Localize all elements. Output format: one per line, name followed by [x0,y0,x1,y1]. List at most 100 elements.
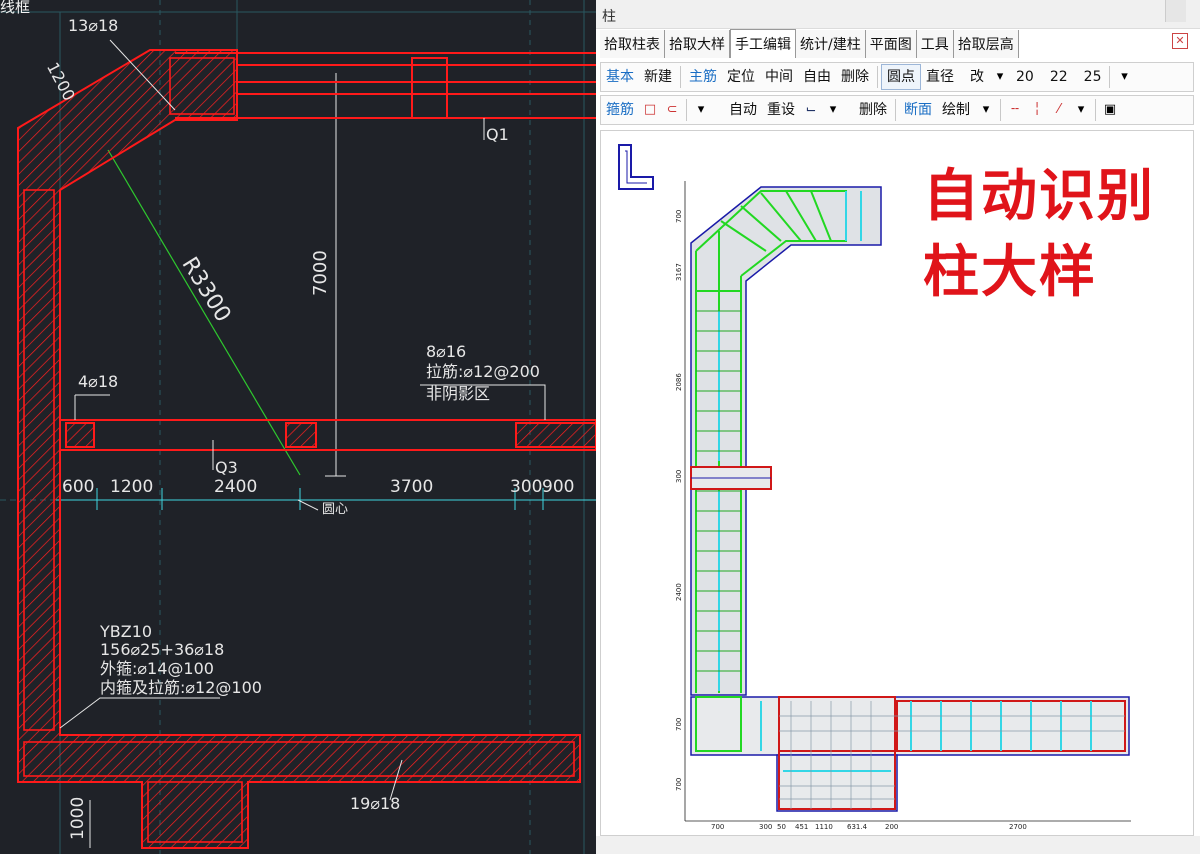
panel-titlebar[interactable]: 柱 [596,0,1200,29]
delete-rebar-button[interactable]: 删除 [841,69,869,85]
dim-left-2086: 2086 [675,373,683,391]
new-button[interactable]: 新建 [644,69,672,85]
cad-label-q3: Q3 [215,458,238,477]
chevron-down-icon[interactable]: ▾ [829,102,837,117]
chevron-down-icon[interactable]: ▾ [1077,102,1085,117]
tab-tools[interactable]: 工具 [916,30,954,58]
cad-label-top-rebar: 13⌀18 [68,16,119,35]
column-tool-panel: 柱 拾取柱表 拾取大样 手工编辑 统计/建柱 平面图 工具 拾取层高 ✕ 基本 … [596,0,1200,854]
chevron-down-icon[interactable]: ▾ [1121,69,1128,84]
cad-dim-1200: 1200 [110,477,154,497]
diameter-20-button[interactable]: 20 [1016,69,1034,85]
cad-dim-600: 600 [62,477,95,497]
dim-left-700c: 700 [675,777,683,791]
overlay-title-line1: 自动识别 [923,164,1155,229]
cad-drawing [0,0,596,854]
cad-label-center: 圆心 [322,502,349,517]
dim-left-300: 300 [675,469,683,483]
separator [1095,99,1096,121]
dim-bottom-200: 200 [885,823,899,831]
separator [1109,66,1111,88]
dim-bottom-6314: 631.4 [847,823,868,831]
section-button[interactable]: 断面 [904,102,932,118]
dim-bottom-2700: 2700 [1009,823,1027,831]
tab-plan-view[interactable]: 平面图 [865,30,917,58]
column-outline-drop [776,754,898,812]
stirrup-button[interactable]: 箍筋 [606,102,634,118]
tab-pick-detail[interactable]: 拾取大样 [665,30,730,58]
panel-close-button[interactable] [1165,0,1186,22]
column-shape-icon [618,144,654,190]
tab-close-icon[interactable]: ✕ [1172,33,1188,49]
diameter-22-button[interactable]: 22 [1049,69,1068,85]
cad-dim-2400: 2400 [214,477,258,497]
dim-bottom-300: 300 [759,823,773,831]
cad-label-tie-bar: 拉筋:⌀12@200 [426,362,540,381]
free-button[interactable]: 自由 [803,69,831,85]
dim-left-700b: 700 [675,717,683,731]
circle-point-button[interactable]: 圆点 [881,64,921,90]
draw-dropdown[interactable]: 绘制 [942,102,970,118]
dim-bottom-1110: 1110 [815,823,833,831]
rect-stirrup-icon[interactable]: □ [643,102,657,117]
toolbar-main-rebar: 基本 新建 主筋 定位 中间 自由 删除 圆点 直径 改 ▾ 20 22 25 … [600,62,1194,92]
cad-dim-900: 900 [542,477,575,497]
separator [1000,99,1001,121]
locate-button[interactable]: 定位 [727,69,755,85]
cad-label-col-id: YBZ10 [100,622,153,641]
dim-bottom-50: 50 [777,823,786,831]
column-outline-upper [690,186,882,696]
separator [680,66,681,88]
diameter-25-button[interactable]: 25 [1083,69,1102,85]
reset-button[interactable]: 重设 [767,102,795,118]
dim-left-3167: 3167 [675,263,683,281]
cad-label-q1: Q1 [486,125,509,144]
tab-pick-floor-height[interactable]: 拾取层高 [953,30,1019,58]
chevron-down-icon[interactable]: ▾ [697,102,705,117]
dim-bottom-700: 700 [711,823,725,831]
toolbar-stirrup: 箍筋 □ ⊂ ▾ 自动 重设 ⌙ ▾ 删除 断面 绘制 ▾ ╌ ╎ ⁄ ▾ ▣ [600,95,1194,125]
cad-dim-300: 300 [510,477,543,497]
modify-dropdown[interactable]: 改 [970,69,984,85]
tie-icon[interactable]: ⊂ [666,102,678,117]
column-detail-drawing [618,144,1131,822]
separator [686,99,687,121]
settings-box-icon[interactable]: ▣ [1103,102,1117,117]
chevron-down-icon[interactable]: ▾ [996,69,1004,84]
cad-label-group-rebar: 8⌀16 [426,342,467,361]
shape-icon[interactable]: ⌙ [805,102,817,117]
radius-line [107,149,301,476]
overlay-title-line2: 柱大样 [923,240,1097,305]
cad-label-bottom-rebar: 19⌀18 [350,794,401,813]
tab-pick-column-table[interactable]: 拾取柱表 [600,30,665,58]
dim-bottom-451: 451 [795,823,809,831]
delete-stirrup-button[interactable]: 删除 [859,102,887,118]
cad-dim-3700: 3700 [390,477,434,497]
tab-stats-build[interactable]: 统计/建柱 [796,30,866,58]
cad-viewport[interactable]: 线框 13⌀18 1200 R3300 7000 Q1 8⌀16 拉筋:⌀12@… [0,0,596,854]
dim-left-2400: 2400 [675,583,683,601]
vertical-line-icon[interactable]: ╎ [1033,102,1041,117]
cad-label-left-rebar: 4⌀18 [78,372,119,391]
diagonal-line-icon[interactable]: ⁄ [1057,102,1061,117]
cad-label-7000: 7000 [310,250,331,296]
tab-manual-edit[interactable]: 手工编辑 [730,29,796,58]
chevron-down-icon[interactable]: ▾ [982,102,990,117]
separator [877,66,878,88]
main-rebar-button[interactable]: 主筋 [689,69,717,85]
middle-button[interactable]: 中间 [765,69,793,85]
cad-label-col-inner: 内箍及拉筋:⌀12@100 [100,678,262,697]
panel-status-strip [596,836,1200,854]
cad-label-col-outer: 外箍:⌀14@100 [100,659,214,678]
column-ybz10 [17,49,581,849]
diameter-button[interactable]: 直径 [926,69,954,85]
panel-title: 柱 [602,9,616,25]
cad-label-1000: 1000 [68,796,88,840]
dim-left-700: 700 [675,209,683,223]
basic-button[interactable]: 基本 [606,69,634,85]
detail-canvas[interactable]: 自动识别 柱大样 700 3167 2086 300 2400 700 700 … [600,130,1194,836]
auto-button[interactable]: 自动 [729,102,757,118]
horizontal-line-icon[interactable]: ╌ [1011,102,1019,117]
panel-tabs: 拾取柱表 拾取大样 手工编辑 统计/建柱 平面图 工具 拾取层高 [600,29,1196,58]
cad-label-col-rebar: 156⌀25+36⌀18 [100,640,225,659]
